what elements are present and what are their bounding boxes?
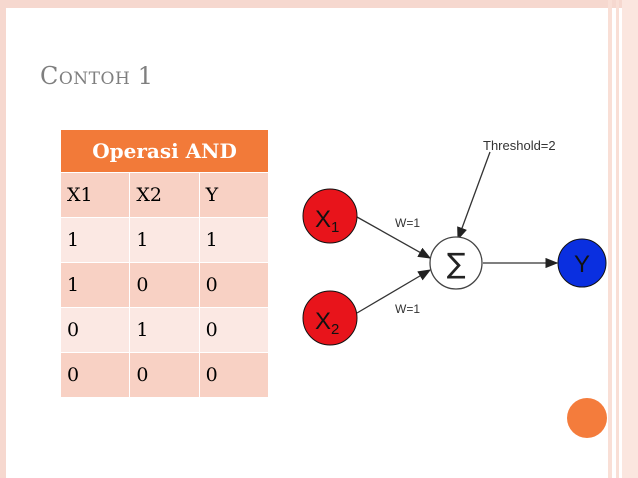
output-node-y (557, 238, 607, 288)
table-cell: 0 (61, 308, 130, 352)
title-initial: C (40, 62, 59, 90)
right-border-stripe (608, 0, 612, 478)
weight2-label: W=1 (395, 302, 420, 316)
table-cell: 1 (130, 308, 199, 352)
weight1-label: W=1 (395, 216, 420, 230)
input-x2-label: X2 (315, 308, 339, 338)
title-number: 1 (137, 62, 154, 90)
table-cell: 1 (130, 218, 199, 262)
input-node-x1 (302, 188, 358, 244)
table-row: 1 0 0 (61, 263, 268, 307)
and-truth-table: Operasi AND X1 X2 Y 1 1 1 1 0 0 0 1 0 0 … (60, 129, 269, 398)
table-cell: 1 (199, 218, 268, 262)
table-cell: Y (199, 173, 268, 217)
sigma-icon: ∑ (447, 247, 466, 280)
input-x1-label: X1 (315, 206, 339, 236)
edge-x2-sum (356, 269, 432, 314)
table-row: X1 X2 Y (61, 173, 268, 217)
table-cell: 0 (130, 263, 199, 307)
title-rest: ONTOH (58, 69, 131, 89)
table-cell: 1 (61, 218, 130, 262)
top-border (0, 0, 638, 8)
slide-title: CONTOH 1 (40, 62, 154, 90)
table-row: 1 1 1 (61, 218, 268, 262)
table-row: 0 0 0 (61, 353, 268, 397)
table-cell: X2 (130, 173, 199, 217)
edge-threshold-sum (457, 151, 491, 241)
table-cell: 0 (199, 308, 268, 352)
table-cell: 0 (130, 353, 199, 397)
decorative-orange-dot (567, 398, 607, 438)
table-cell: 0 (199, 263, 268, 307)
threshold-label: Threshold=2 (483, 138, 556, 153)
sum-node (429, 236, 483, 290)
left-border (0, 0, 6, 478)
edge-x1-sum (356, 216, 432, 259)
table-cell: 0 (199, 353, 268, 397)
table-row: 0 1 0 (61, 308, 268, 352)
table-cell: 1 (61, 263, 130, 307)
right-border-stripe (616, 0, 619, 478)
perceptron-diagram: X1 X2 W=1 W=1 Threshold=2 ∑ Y (302, 138, 607, 346)
table-cell: 0 (61, 353, 130, 397)
table-cell: X1 (61, 173, 130, 217)
right-border-band (622, 0, 638, 478)
input-node-x2 (302, 290, 358, 346)
table-header: Operasi AND (61, 130, 268, 172)
output-y-label: Y (574, 251, 590, 278)
